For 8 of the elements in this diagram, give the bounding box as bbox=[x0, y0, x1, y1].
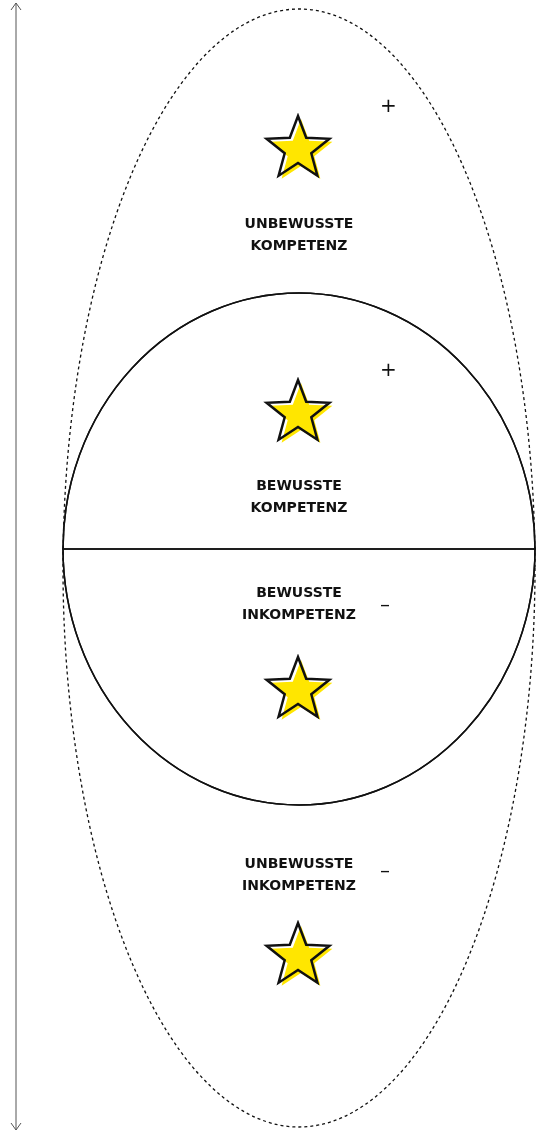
sign-label: – bbox=[380, 860, 390, 880]
sign-label: – bbox=[380, 594, 390, 614]
sign-label: + bbox=[380, 359, 397, 379]
zone-title: BEWUSSTE INKOMPETENZ bbox=[241, 583, 357, 624]
zone-title: BEWUSSTE KOMPETENZ bbox=[249, 476, 349, 517]
zone-title: UNBEWUSSTE INKOMPETENZ bbox=[241, 854, 357, 895]
zone-title: UNBEWUSSTE KOMPETENZ bbox=[243, 214, 355, 255]
sign-label: + bbox=[380, 95, 397, 115]
